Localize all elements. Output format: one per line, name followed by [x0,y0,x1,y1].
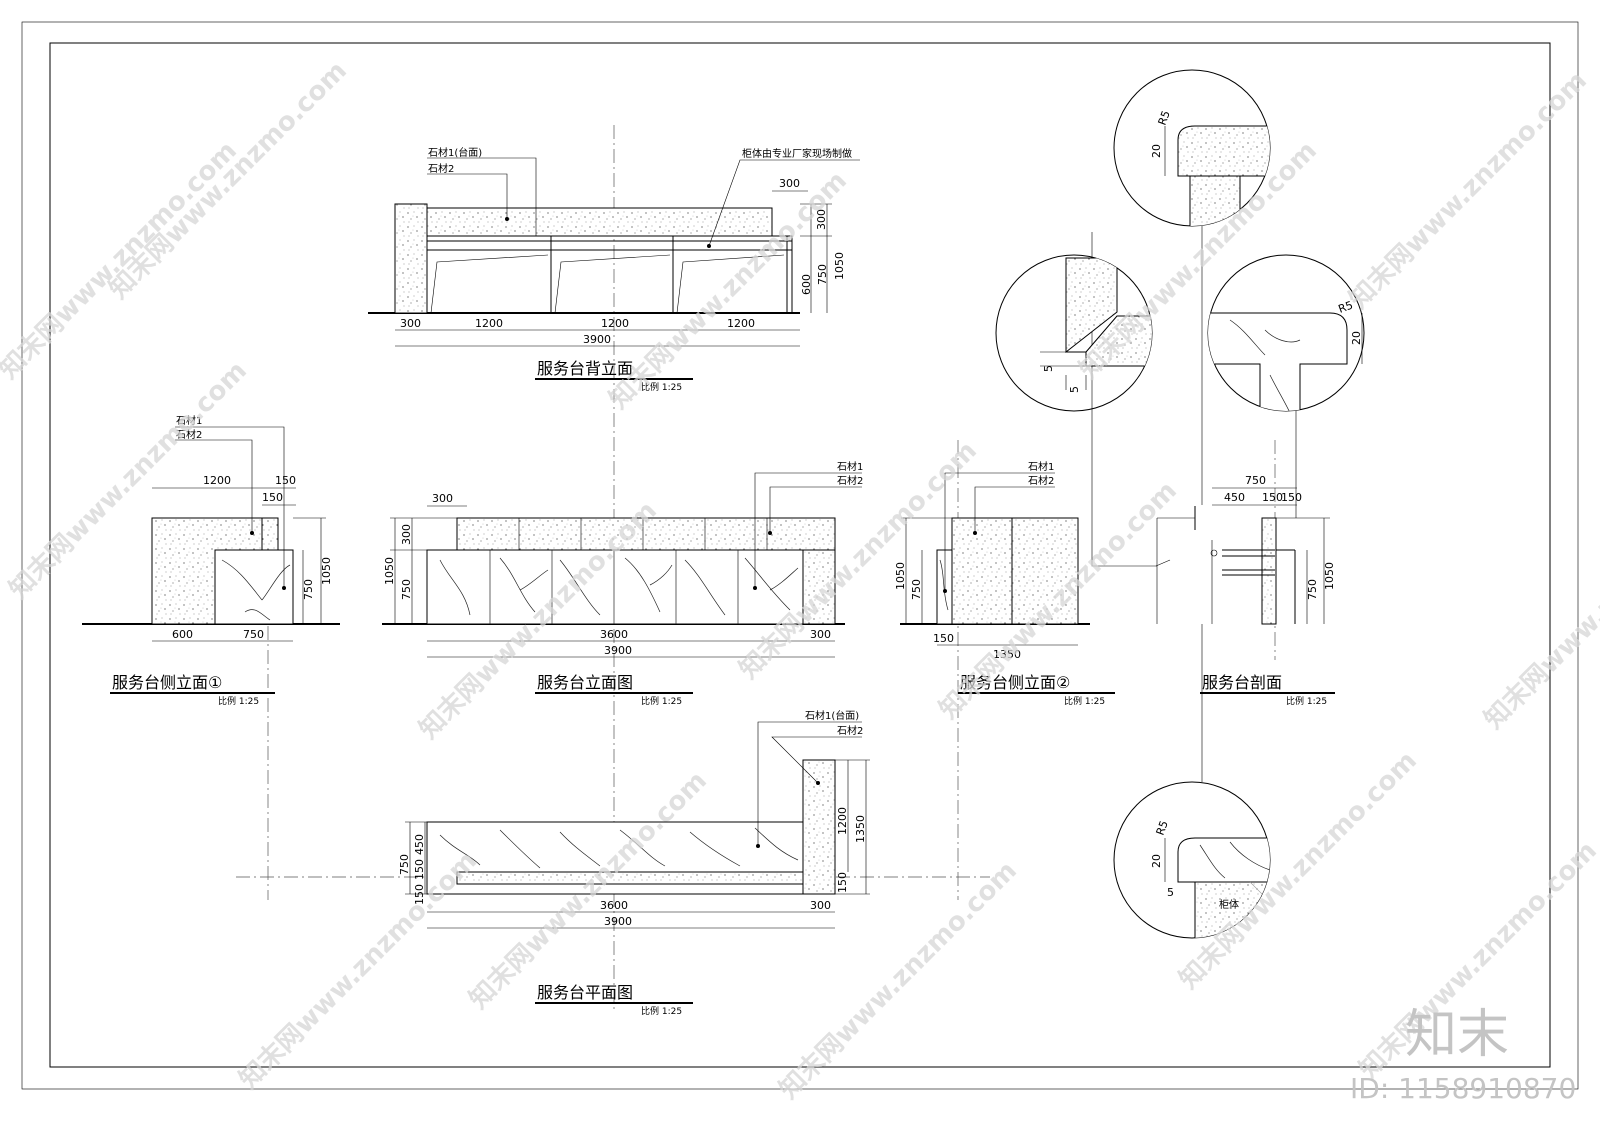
back-dim-300-right: 300 [815,209,828,230]
back-dim-1050: 1050 [833,252,846,280]
side-elevation-1: 石材1 石材2 1200 150 150 750 1050 600 750 服务… [82,414,340,707]
back-dim-b300: 300 [400,317,421,330]
side1-title: 服务台侧立面① [112,673,222,692]
watermark: 知末网www.znzmo.com [234,846,483,1095]
section-dim-1050v: 1050 [1323,562,1336,590]
detail4-cabinet: 柜体 [1219,898,1239,911]
section-dim-450: 450 [1224,491,1245,504]
image-id: ID: 1158910870 [1350,1072,1576,1105]
plan-dim-b3600: 3600 [600,899,628,912]
section-dim-750v: 750 [1306,579,1319,600]
back-dim-b1200c: 1200 [727,317,755,330]
watermark: 知末网www.znzmo.com [104,56,353,305]
plan-dim-b300: 300 [810,899,831,912]
plan-dim-150r: 150 [836,872,849,893]
back-dim-300-top: 300 [779,177,800,190]
plan-dim-l450: 450 [413,834,426,855]
side1-dim-1200: 1200 [203,474,231,487]
detail-circle-3: R5 20 [1207,254,1365,412]
back-dim-750: 750 [816,264,829,285]
watermark: 知末网www.znzmo.com [0,136,243,385]
side2-dim-1050: 1050 [894,562,907,590]
plan-dim-1350: 1350 [854,815,867,843]
side1-dim-750: 750 [302,579,315,600]
outer-frame [21,21,1579,1090]
detail3-t20: 20 [1350,331,1363,345]
detail2-a5: 5 [1042,365,1055,372]
inner-frame [49,42,1551,1068]
plan-dim-l150b: 150 [413,884,426,905]
side2-title: 服务台侧立面② [960,673,1070,692]
front-callout-stone1: 石材1 [837,460,863,473]
plan-dim-l750: 750 [398,854,411,875]
watermark: 知末网www.znzmo.com [1344,66,1593,315]
side2-scale: 比例 1:25 [1064,695,1105,707]
side1-dim-b600: 600 [172,628,193,641]
section-dim-150b: 150 [1281,491,1302,504]
detail1-t20: 20 [1150,144,1163,158]
back-callout-cabinet: 柜体由专业厂家现场制做 [742,147,852,160]
back-callout-stone2: 石材2 [428,162,454,175]
front-dim-300-left: 300 [400,524,413,545]
side2-dim-b1350: 1350 [993,648,1021,661]
side1-dim-1050: 1050 [320,557,333,585]
side2-dim-750: 750 [910,579,923,600]
front-elevation: 石材1 石材2 300 300 1050 750 3600 300 3900 服… [382,460,863,707]
back-dim-b1200b: 1200 [601,317,629,330]
section-dim-150a: 150 [1262,491,1283,504]
plan-dim-b3900: 3900 [604,915,632,928]
detail2-b5: 5 [1068,386,1081,393]
plan-scale: 比例 1:25 [641,1005,682,1017]
plan-title: 服务台平面图 [537,983,633,1002]
back-elevation: 石材1(台面) 石材2 柜体由专业厂家现场制做 300 300 1050 750… [368,146,860,393]
detail-circle-1: R5 20 [1113,69,1271,227]
brand-logo-text: 知末 [1405,1005,1509,1065]
front-dim-750: 750 [400,579,413,600]
section-view: 750 450 150 150 750 1050 服务台剖面 比例 1:25 [1091,226,1336,782]
side1-scale: 比例 1:25 [218,695,259,707]
watermark: 知末网www.znzmo.com [1479,486,1600,735]
detail4-r5: R5 [1154,819,1171,837]
side1-dim-150a: 150 [275,474,296,487]
side-elevation-2: 石材1 石材2 1050 750 150 1350 服务台侧立面② 比例 1:2… [894,460,1115,707]
front-dim-b3900: 3900 [604,644,632,657]
front-dim-300-top: 300 [432,492,453,505]
back-callout-stone1: 石材1(台面) [428,146,482,159]
front-dim-1050: 1050 [383,557,396,585]
back-dim-b3900: 3900 [583,333,611,346]
front-dim-b3600: 3600 [600,628,628,641]
side1-dim-150b: 150 [262,491,283,504]
front-dim-b300: 300 [810,628,831,641]
side1-callout-stone2: 石材2 [176,428,202,441]
section-scale: 比例 1:25 [1286,695,1327,707]
detail3-r5: R5 [1337,299,1355,316]
front-callout-stone2: 石材2 [837,474,863,487]
watermark: 知末网www.znzmo.com [604,166,853,415]
detail1-r5: R5 [1156,109,1173,127]
plan-dim-1200: 1200 [836,807,849,835]
back-dim-600: 600 [800,274,813,295]
back-elevation-scale: 比例 1:25 [641,381,682,393]
section-dim-750: 750 [1245,474,1266,487]
plan-callout-stone2: 石材2 [837,724,863,737]
detail4-g5: 5 [1167,886,1174,899]
side2-callout-stone1: 石材1 [1028,460,1054,473]
back-elevation-title: 服务台背立面 [537,359,633,378]
plan-dim-l150: 150 [413,859,426,880]
side1-dim-b750: 750 [243,628,264,641]
plan-callout-stone1: 石材1(台面) [805,709,859,722]
front-title: 服务台立面图 [537,673,633,692]
side1-callout-stone1: 石材1 [176,414,202,427]
section-title: 服务台剖面 [1202,673,1282,692]
detail4-t20: 20 [1150,854,1163,868]
side2-dim-b150: 150 [933,632,954,645]
front-scale: 比例 1:25 [641,695,682,707]
back-dim-b1200a: 1200 [475,317,503,330]
side2-callout-stone2: 石材2 [1028,474,1054,487]
plan-view: 石材1(台面) 石材2 1200 1350 150 750 450 150 15… [398,709,870,1017]
